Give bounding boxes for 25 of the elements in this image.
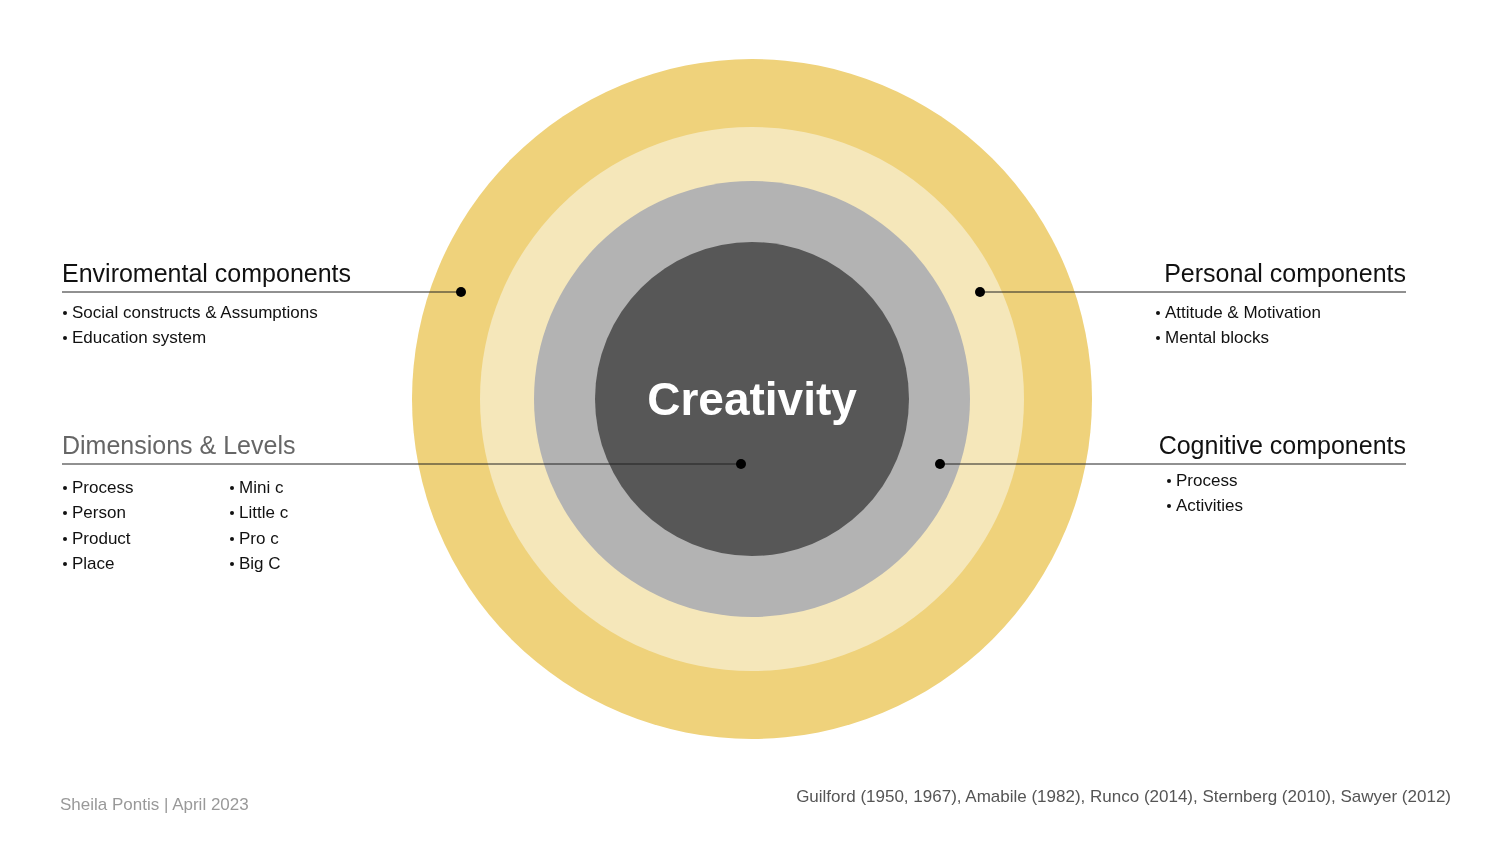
core-label: Creativity — [647, 372, 857, 426]
author-credit: Sheila Pontis | April 2023 — [60, 795, 249, 815]
bullet-item: Attitude & Motivation — [1155, 300, 1321, 326]
leader-line — [61, 459, 746, 469]
bullet-item: Mini c — [229, 475, 289, 501]
bullet-item: Little c — [229, 500, 289, 526]
leader-line — [975, 287, 1407, 297]
bullet-item: Process — [62, 475, 134, 501]
bullet-item: Big C — [229, 550, 289, 577]
bullet-item: Person — [62, 500, 134, 526]
section-heading: Dimensions & Levels — [62, 430, 296, 461]
references-text: Guilford (1950, 1967), Amabile (1982), Runco (2014), Sternberg (2010), Sawyer (2012) — [796, 787, 1451, 807]
section-heading: Personal components — [1164, 258, 1406, 289]
bullet-item: Education system — [62, 325, 318, 351]
bullet-item: Social constructs & Assumptions — [62, 300, 318, 326]
bullet-item: Pro c — [229, 525, 289, 551]
bullet-item: Process — [1166, 468, 1244, 494]
section-heading: Cognitive components — [1158, 430, 1406, 461]
bullet-item: Mental blocks — [1155, 325, 1321, 351]
leader-line — [61, 287, 466, 297]
bullet-item: Product — [62, 525, 134, 551]
section-heading: Enviromental components — [62, 258, 352, 289]
bullet-item: Activities — [1166, 493, 1244, 519]
bullet-item: Place — [62, 550, 134, 577]
leader-line — [935, 459, 1407, 469]
